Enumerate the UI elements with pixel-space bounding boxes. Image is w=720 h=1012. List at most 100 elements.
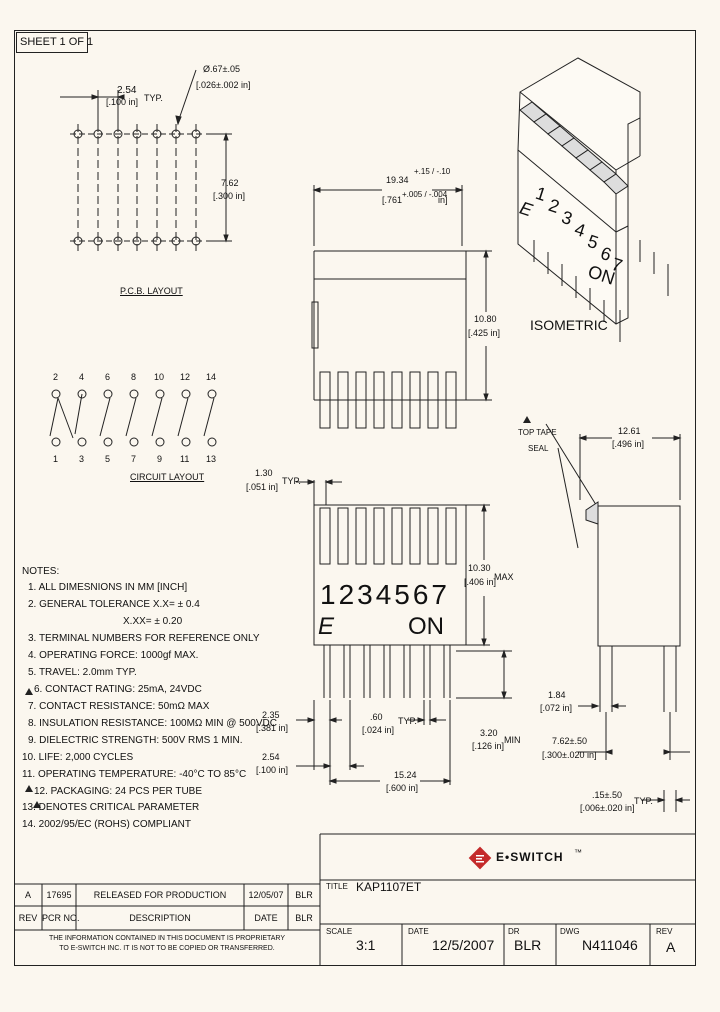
pcb-row-spacing: 7.62 [221,178,239,188]
pcb-typ: TYP. [144,93,163,103]
top-width-in-tol: +.005 / -.004 [402,190,448,199]
rev-label: REV [656,927,673,936]
circuit-layout [49,389,217,447]
circuit-bottom-number: 13 [206,454,217,464]
scale-label: SCALE [326,927,353,936]
front-d2-typ: TYP. [398,716,417,726]
note-item: 9. DIELECTRIC STRENGTH: 500V RMS 1 MIN. [28,735,243,746]
side-top-tape-2: SEAL [528,444,549,453]
note-item: 1. ALL DIMESNIONS IN MM [INCH] [28,582,188,593]
pcb-row-spacing-in: [.300 in] [213,191,246,201]
scale-value: 3:1 [356,937,376,953]
circuit-bottom-number: 3 [79,454,85,464]
front-height-in: [.406 in] [464,577,497,587]
side-typ: TYP. [634,796,653,806]
circuit-top-number: 14 [206,372,217,382]
confidential-line-1: THE INFORMATION CONTAINED IN THIS DOCUME… [48,935,286,942]
circuit-top-number: 6 [105,372,111,382]
rev-header-desc: DESCRIPTION [129,913,191,923]
rev-header-by: BLR [295,913,313,923]
brand-tm: ™ [574,848,582,857]
pcb-pitch: 2.54 [117,85,137,96]
front-d3-min: MIN [504,735,521,745]
pcb-hole-dia: Ø.67±.05 [203,64,240,74]
circuit-bottom-number: 9 [157,454,163,464]
front-lever-typ: TYP. [282,476,301,486]
side-d1: 1.84 [548,690,566,700]
side-width-in: [.496 in] [612,439,645,449]
confidential-line-2: TO E-SWITCH INC. IT IS NOT TO BE COPIED … [59,945,275,952]
title-label: TITLE [326,882,348,891]
pcb-pitch-in: [.100 in] [106,97,139,107]
dwg-value: N411046 [582,937,638,953]
circuit-top-number: 2 [53,372,59,382]
front-d5: 15.24 [394,770,417,780]
front-d4: 2.54 [262,752,280,762]
pcb-hole-dia-in: [.026±.002 in] [196,80,251,90]
note-item: 3. TERMINAL NUMBERS FOR REFERENCE ONLY [28,633,260,644]
side-width: 12.61 [618,426,641,436]
circuit-bottom-number: 5 [105,454,111,464]
rev-value: A [666,939,676,955]
top-width-in: [.761 [382,195,403,205]
note-item: 2. GENERAL TOLERANCE X.X= ± 0.4 [28,599,200,610]
front-numbers: 1234567 [320,579,451,610]
front-view [296,479,512,785]
sheet-label-box [16,32,88,53]
top-view [311,185,492,429]
front-d2-in: [.024 in] [362,725,395,735]
side-d3-in: [.006±.020 in] [580,803,635,813]
rev-header-pcr: PCR NO. [42,913,80,923]
note-item: 12. PACKAGING: 24 PCS PER TUBE [34,786,203,797]
front-d4-in: [.100 in] [256,765,289,775]
front-d1-in: [.381 in] [256,723,289,733]
circuit-bottom-number: 7 [131,454,137,464]
top-width-tol: +.15 / -.10 [414,167,451,176]
sheet-label: SHEET 1 OF 1 [20,36,94,48]
side-d3: .15±.50 [592,790,622,800]
title-value: KAP1107ET [356,880,422,894]
rev-row-rev: A [24,890,31,900]
note-item: 14. 2002/95/EC (ROHS) COMPLIANT [22,819,191,830]
note-item: 8. INSULATION RESISTANCE: 100MΩ MIN @ 50… [28,718,277,729]
notes-heading: NOTES: [22,566,60,577]
side-d2: 7.62±.50 [552,736,587,746]
circuit-title: CIRCUIT LAYOUT [130,472,205,482]
note-item: 4. OPERATING FORCE: 1000gf MAX. [28,650,199,661]
sheet-border [14,30,696,966]
date-label: DATE [408,927,429,936]
front-height-max: MAX [494,572,514,582]
circuit-bottom-number: 1 [53,454,59,464]
circuit-top-number: 12 [180,372,191,382]
front-d5-in: [.600 in] [386,783,419,793]
side-top-tape-1: TOP TAPE [518,428,557,437]
pcb-title: P.C.B. LAYOUT [120,286,183,296]
dr-value: BLR [514,937,542,953]
front-d3-in: [.126 in] [472,741,505,751]
isometric-label: ISOMETRIC [530,317,608,333]
front-on-label: ON [408,613,444,640]
circuit-bottom-number: 11 [180,454,190,464]
brand-logo: E•SWITCH [496,850,564,864]
rev-row-date: 12/05/07 [248,890,284,900]
pcb-layout [60,69,232,251]
top-height: 10.80 [474,314,497,324]
side-view [545,423,690,812]
note-item: 6. CONTACT RATING: 25mA, 24VDC [34,684,202,695]
rev-header-rev: REV [18,913,38,923]
circuit-top-number: 8 [131,372,137,382]
front-lever: 1.30 [255,468,273,478]
front-d1: 2.35 [262,710,280,720]
top-width: 19.34 [386,175,409,185]
dr-label: DR [508,927,520,936]
side-d1-in: [.072 in] [540,703,573,713]
rev-row-pcr: 17695 [46,890,72,900]
note-item: 5. TRAVEL: 2.0mm TYP. [28,667,137,678]
circuit-top-number: 4 [79,372,85,382]
top-width-in-unit: in] [438,195,448,205]
note-item: X.XX= ± 0.20 [123,616,183,627]
front-d2: .60 [370,712,383,722]
note-item: 10. LIFE: 2,000 CYCLES [22,752,134,763]
